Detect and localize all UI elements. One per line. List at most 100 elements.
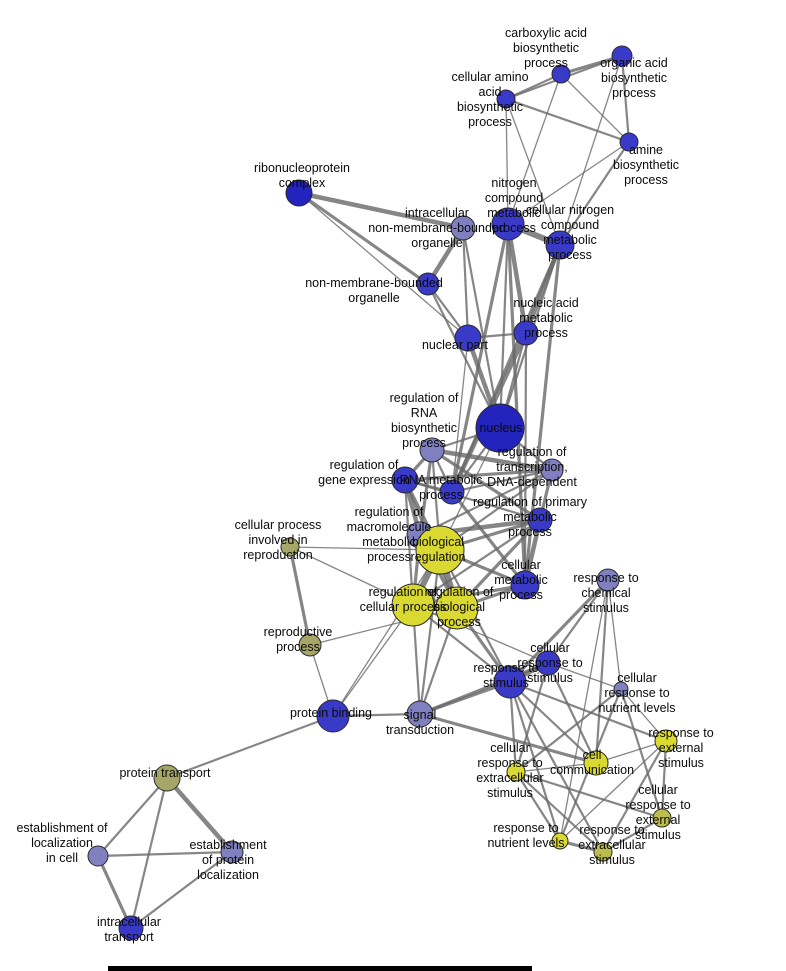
edge-carboxylic--nitrogen_compound (507, 73, 562, 225)
node-resp_chemical[interactable] (596, 568, 620, 592)
node-protein_transport[interactable] (153, 764, 181, 792)
node-cell_nitrogen[interactable] (545, 230, 575, 260)
node-rna_metabolic[interactable] (439, 479, 465, 505)
edge-organic--cell_nitrogen (559, 55, 623, 246)
node-organic[interactable] (611, 45, 633, 67)
node-label-protein_transport: protein transport (119, 766, 211, 780)
node-label-nucleus: nucleus (479, 421, 522, 435)
edge-cell_comm--cell_resp_extracell (515, 762, 597, 773)
node-non_mem_organelle[interactable] (416, 272, 440, 296)
node-nucleic_acid[interactable] (513, 320, 539, 346)
node-amine[interactable] (619, 132, 639, 152)
node-reg_primary[interactable] (527, 507, 553, 533)
node-resp_nutrient[interactable] (551, 832, 569, 850)
node-resp_external[interactable] (654, 729, 678, 753)
node-cell_comm[interactable] (583, 750, 609, 776)
node-intra_transport[interactable] (118, 915, 144, 941)
edge-reg_transcription--rna_metabolic (450, 468, 554, 494)
node-rnp_complex[interactable] (285, 179, 313, 207)
node-cell_proc_repro[interactable] (280, 537, 300, 557)
edge-est_protein_local--intra_transport (129, 850, 234, 930)
node-cell_resp_nutrient[interactable] (613, 681, 629, 697)
node-signal_transduction[interactable] (406, 700, 434, 728)
node-intra_organelle[interactable] (450, 215, 476, 241)
edge-cell_proc_repro--bio_regulation (289, 546, 441, 551)
edge-protein_binding--reg_cellular (332, 604, 414, 717)
edge-cell_resp_stimulus--reg_cellular (412, 604, 549, 664)
edge-organic--amine (620, 54, 631, 144)
edge-amine--cell_nitrogen (558, 140, 631, 247)
node-nucleus[interactable] (475, 403, 525, 453)
edge-cell_resp_external--resp_extracell (601, 816, 664, 854)
edge-cell_comm--signal_transduction (418, 712, 598, 765)
edge-reg_rna_biosyn--reg_transcription (429, 447, 555, 473)
node-cell_resp_extracell[interactable] (506, 762, 526, 782)
edge-reg_transcription--reg_gene_expr (403, 468, 554, 482)
node-reg_transcription[interactable] (540, 458, 564, 482)
node-est_protein_local[interactable] (220, 840, 244, 864)
edges-layer (96, 54, 668, 930)
edge-cell_resp_stimulus--cell_resp_extracell (514, 661, 550, 774)
edge-cell_resp_nutrient--cell_resp_extracell (514, 687, 623, 774)
node-bio_regulation[interactable] (415, 525, 465, 575)
node-carboxylic[interactable] (551, 64, 571, 84)
node-reg_cellular[interactable] (391, 583, 435, 627)
node-resp_extracell[interactable] (593, 842, 613, 862)
node-repro_process[interactable] (298, 633, 322, 657)
bottom-border-bar (108, 966, 532, 971)
node-nitrogen_compound[interactable] (491, 207, 525, 241)
edge-cellular_amino--nitrogen_compound (505, 98, 509, 225)
edge-cellular_amino--cell_nitrogen (505, 98, 561, 246)
node-label-protein_binding: protein binding (290, 706, 372, 720)
node-cellular_amino[interactable] (496, 89, 516, 109)
nodes-layer (87, 45, 678, 941)
node-cell_resp_stimulus[interactable] (535, 650, 561, 676)
node-nuclear_part[interactable] (454, 324, 482, 352)
edge-resp_chemical--cell_comm (594, 578, 610, 765)
edge-resp_chemical--resp_nutrient (559, 579, 609, 842)
node-protein_binding[interactable] (316, 699, 350, 733)
node-reg_biological[interactable] (435, 586, 479, 630)
edge-cell_resp_stimulus--cell_resp_nutrient (547, 662, 622, 690)
edge-resp_nutrient--cell_resp_extracell (514, 770, 562, 843)
node-cell_resp_external[interactable] (652, 808, 672, 828)
node-reg_gene_expr[interactable] (391, 466, 419, 494)
edge-est_local_cell--intra_transport (96, 854, 133, 930)
edge-resp_external--resp_extracell (601, 739, 668, 854)
edge-protein_transport--est_local_cell (96, 776, 169, 858)
edge-protein_transport--est_protein_local (164, 775, 235, 855)
edge-cell_resp_external--cell_resp_extracell (514, 770, 664, 820)
edge-resp_chemical--cell_resp_nutrient (607, 579, 622, 690)
edge-nitrogen_compound--rna_metabolic (450, 222, 510, 494)
node-est_local_cell[interactable] (87, 845, 109, 867)
node-resp_stimulus[interactable] (493, 665, 527, 699)
edge-carboxylic--amine (560, 73, 630, 143)
edge-rnp_complex--nuclear_part (298, 192, 469, 339)
node-reg_rna_biosyn[interactable] (419, 437, 445, 463)
edge-nucleic_acid--cell_metabolic (523, 331, 528, 587)
edge-resp_stimulus--resp_chemical (508, 578, 610, 684)
node-cell_metabolic[interactable] (510, 570, 540, 600)
